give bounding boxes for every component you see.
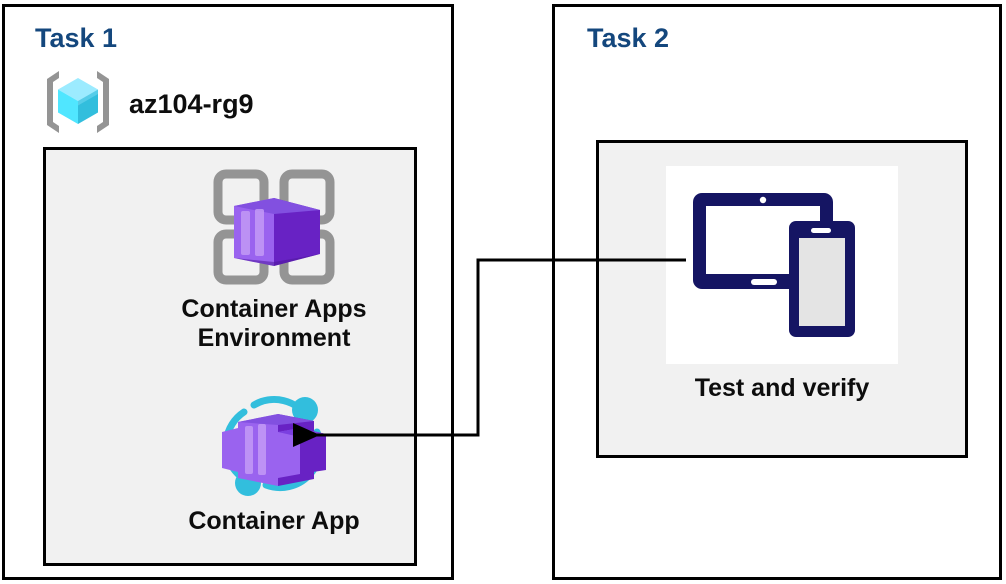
node-label-container-app: Container App [188,507,360,535]
node-label-test-and-verify: Test and verify [694,374,870,402]
task-2-title: Task 2 [587,23,670,53]
node-container-apps-environment: Container Apps Environment [104,168,444,352]
container-apps-environment-box: Container Apps Environment [43,147,417,566]
node-test-and-verify: Test and verify [660,166,904,403]
resource-group-icon [41,69,115,140]
container-app-icon [204,388,344,505]
test-verify-icon-card [666,166,898,364]
task-1-panel: Task 1 az104-rg9 [2,4,454,580]
node-label-container-apps-environment: Container Apps Environment [181,295,367,352]
task-1-title: Task 1 [35,23,118,53]
node-container-app: Container App [104,388,444,536]
resource-group-row: az104-rg9 [41,69,254,140]
container-apps-environment-icon [212,168,336,291]
resource-group-name: az104-rg9 [129,89,254,119]
devices-tablet-phone-icon [689,185,875,346]
